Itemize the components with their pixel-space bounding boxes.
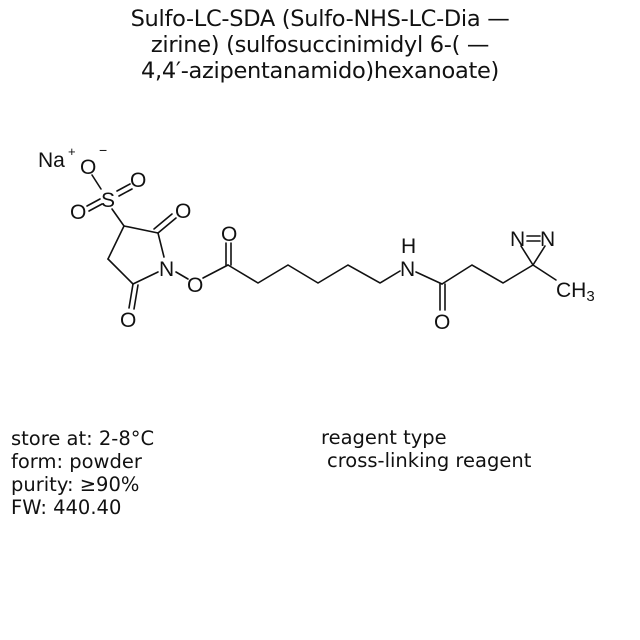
- ester-carbonyl-oxygen-label: O: [221, 223, 237, 246]
- bond-s-c3: [111, 208, 125, 227]
- reagent-type-value: cross-linking reagent: [327, 449, 532, 472]
- bond-hexanoate-chain: [227, 264, 401, 284]
- reagent-type-block: reagent type cross-linking reagent: [321, 426, 531, 472]
- ester-oxygen-label: O: [187, 274, 203, 297]
- sodium-label: Na: [38, 149, 65, 172]
- storage-condition: store at: 2-8°C: [11, 427, 155, 450]
- sodium-charge: +: [68, 144, 76, 159]
- sulfonyl-oxygen-right-label: O: [130, 169, 146, 192]
- bond-c2-o-a: [157, 217, 177, 234]
- bond-s-o-right-b: [118, 188, 133, 197]
- structure-bonds: [86, 174, 557, 311]
- methyl-label: CH3: [556, 279, 595, 305]
- bond-c2-o-b: [153, 213, 173, 230]
- diazirine-nitrogen-1-label: N: [510, 228, 525, 251]
- bond-c5-c4: [107, 258, 134, 285]
- bond-c5-o-a: [128, 283, 134, 309]
- formula-weight: FW: 440.40: [11, 496, 122, 519]
- bond-s-o-left-b: [88, 203, 103, 212]
- amide-nitrogen-label: N: [400, 258, 415, 281]
- sulfonyl-oxygen-left-label: O: [70, 201, 86, 224]
- bond-pentanamide-chain: [441, 264, 534, 285]
- methyl-ch: CH: [556, 279, 586, 302]
- amide-hydrogen-label: H: [401, 235, 416, 258]
- diazirine-nitrogen-2-label: N: [540, 228, 555, 251]
- bond-o-c-ester: [202, 264, 229, 279]
- sulfur-label: S: [101, 189, 115, 212]
- bond-c3-c2: [123, 225, 159, 234]
- chemical-structure: Na + O − S O O O O N O O H N O N N CH3: [38, 142, 595, 334]
- methyl-subscript: 3: [586, 288, 594, 305]
- purity: purity: ≥90%: [11, 473, 140, 496]
- bond-s-o-left-a: [86, 198, 101, 207]
- bond-n-c-amide: [415, 271, 443, 285]
- bond-n-o: [175, 271, 189, 280]
- amide-carbonyl-oxygen-label: O: [434, 311, 450, 334]
- sulfonate-oxygen-label: O: [80, 156, 96, 179]
- ring-carbonyl-oxygen-top-label: O: [175, 200, 191, 223]
- reagent-type-label: reagent type: [321, 426, 447, 449]
- sulfonate-oxygen-charge: −: [99, 142, 107, 158]
- title-line-1: Sulfo-LC-SDA (Sulfo-NHS-LC-Dia —: [130, 6, 510, 32]
- imide-nitrogen-label: N: [159, 258, 174, 281]
- bond-c4-c3: [107, 225, 125, 260]
- physical-form: form: powder: [11, 450, 142, 473]
- bond-c2-n: [157, 232, 165, 258]
- title-line-2: zirine) (sulfosuccinimidyl 6-( —: [150, 32, 490, 58]
- bond-s-o-right-a: [116, 183, 131, 192]
- bond-n-c5: [132, 271, 159, 285]
- compound-title: Sulfo-LC-SDA (Sulfo-NHS-LC-Dia — zirine)…: [0, 6, 640, 84]
- structure-atom-labels: Na + O − S O O O O N O O H N O N N CH3: [38, 142, 595, 334]
- bond-c-n2: [532, 245, 546, 266]
- bond-o-s: [91, 174, 102, 190]
- product-properties: store at: 2-8°C form: powder purity: ≥90…: [11, 427, 154, 519]
- title-line-3: 4,4′-azipentanamido)hexanoate): [141, 58, 499, 84]
- ring-carbonyl-oxygen-bottom-label: O: [120, 309, 136, 332]
- bond-c5-o-b: [133, 284, 139, 310]
- bond-c-ch3: [532, 264, 557, 281]
- bond-c-n1: [520, 245, 534, 266]
